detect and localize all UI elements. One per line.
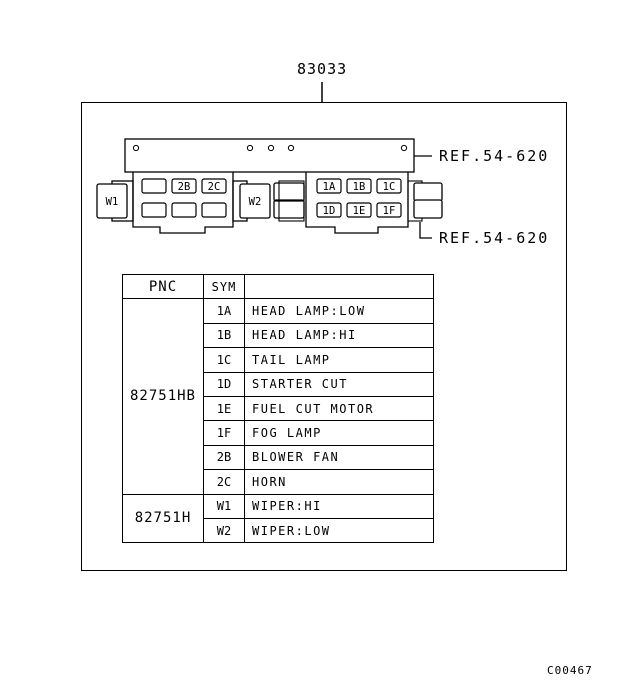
fuse-1e-label: 1E — [353, 205, 366, 217]
ref-leader-bottom — [419, 222, 432, 239]
fuse-slot-2c — [201, 178, 227, 194]
mount-hole — [246, 144, 254, 152]
table-row: 1D STARTER CUT — [123, 371, 434, 397]
description-cell: HEAD LAMP:LOW — [244, 298, 434, 324]
table-row: 1C TAIL LAMP — [123, 347, 434, 373]
description-cell: STARTER CUT — [244, 371, 434, 397]
table-row: 1B HEAD LAMP:HI — [123, 322, 434, 349]
fuse-slot-1b — [346, 178, 372, 194]
description-cell: FUEL CUT MOTOR — [244, 395, 434, 422]
fuse-slot-empty — [171, 202, 197, 218]
table-row: 2C HORN — [123, 469, 434, 495]
right-connector-upper — [413, 182, 443, 202]
table-row: 82751HB 1A HEAD LAMP:LOW — [122, 298, 434, 495]
description-cell: BLOWER FAN — [244, 444, 434, 471]
table-row: 2B BLOWER FAN — [123, 444, 434, 471]
fuse-1d-label: 1D — [323, 205, 336, 217]
header-description — [244, 273, 434, 300]
description-cell: HEAD LAMP:HI — [244, 322, 434, 349]
fuse-1f-label: 1F — [383, 205, 396, 217]
sym-cell: 1A — [203, 298, 245, 324]
sym-cell: W1 — [203, 493, 245, 519]
pnc-cell: 82751H — [122, 493, 204, 544]
header-sym: SYM — [203, 273, 245, 300]
middle-connector-frame — [278, 180, 305, 222]
fuse-slot-1e — [346, 202, 372, 218]
mount-hole — [400, 144, 408, 152]
sym-cell: W2 — [203, 517, 245, 544]
description-cell: FOG LAMP — [244, 420, 434, 446]
fuse-slot-1c — [376, 178, 402, 194]
parts-table: PNC SYM 82751HB 1A HEAD LAMP:LOW 1B HEAD… — [122, 273, 434, 544]
mount-hole — [287, 144, 295, 152]
fuse-2c-label: 2C — [208, 181, 221, 193]
fuse-slot-empty — [141, 178, 167, 194]
diagram-frame — [81, 102, 567, 571]
mount-hole — [132, 144, 140, 152]
fuse-1b-label: 1B — [353, 181, 366, 193]
table-row: 1F FOG LAMP — [123, 420, 434, 446]
fuse-slot-empty — [201, 202, 227, 218]
sym-cell: 1E — [203, 395, 245, 422]
relay-w1-label: W1 — [106, 196, 119, 208]
table-row: 1E FUEL CUT MOTOR — [123, 395, 434, 422]
sym-cell: 2B — [203, 444, 245, 471]
relay-w2-label: W2 — [249, 196, 262, 208]
mount-hole — [267, 144, 275, 152]
fuse-slot-1f — [376, 202, 402, 218]
part-number: 83033 — [297, 60, 348, 78]
table-row: 82751H W1 WIPER:HI — [122, 493, 434, 544]
header-pnc: PNC — [122, 273, 204, 300]
fuse-box-top-bar — [124, 138, 415, 173]
fuse-slot-1a — [316, 178, 342, 194]
pnc-cell: 82751HB — [122, 298, 204, 495]
description-cell: WIPER:LOW — [244, 517, 434, 544]
reference-label-top: REF.54-620 — [439, 147, 550, 165]
relay-connector-w1 — [96, 183, 128, 219]
fuse-slot-1d — [316, 202, 342, 218]
right-block-body — [305, 172, 409, 234]
table-row: W2 WIPER:LOW — [123, 517, 434, 544]
sym-cell: 2C — [203, 469, 245, 495]
drawing-code: C00467 — [547, 664, 593, 677]
relay-connector-w2 — [239, 183, 271, 219]
table-header-row: PNC SYM — [122, 273, 434, 300]
fuse-slot-empty — [141, 202, 167, 218]
sym-cell: 1B — [203, 322, 245, 349]
sym-cell: 1C — [203, 347, 245, 373]
description-cell: TAIL LAMP — [244, 347, 434, 373]
reference-label-bottom: REF.54-620 — [439, 229, 550, 247]
description-cell: HORN — [244, 469, 434, 495]
fuse-2b-label: 2B — [178, 181, 191, 193]
sym-cell: 1F — [203, 420, 245, 446]
fuse-1c-label: 1C — [383, 181, 396, 193]
left-block-body — [132, 172, 234, 234]
right-connector-lower — [413, 199, 443, 219]
sym-cell: 1D — [203, 371, 245, 397]
description-cell: WIPER:HI — [244, 493, 434, 519]
fuse-1a-label: 1A — [323, 181, 336, 193]
fuse-slot-2b — [171, 178, 197, 194]
